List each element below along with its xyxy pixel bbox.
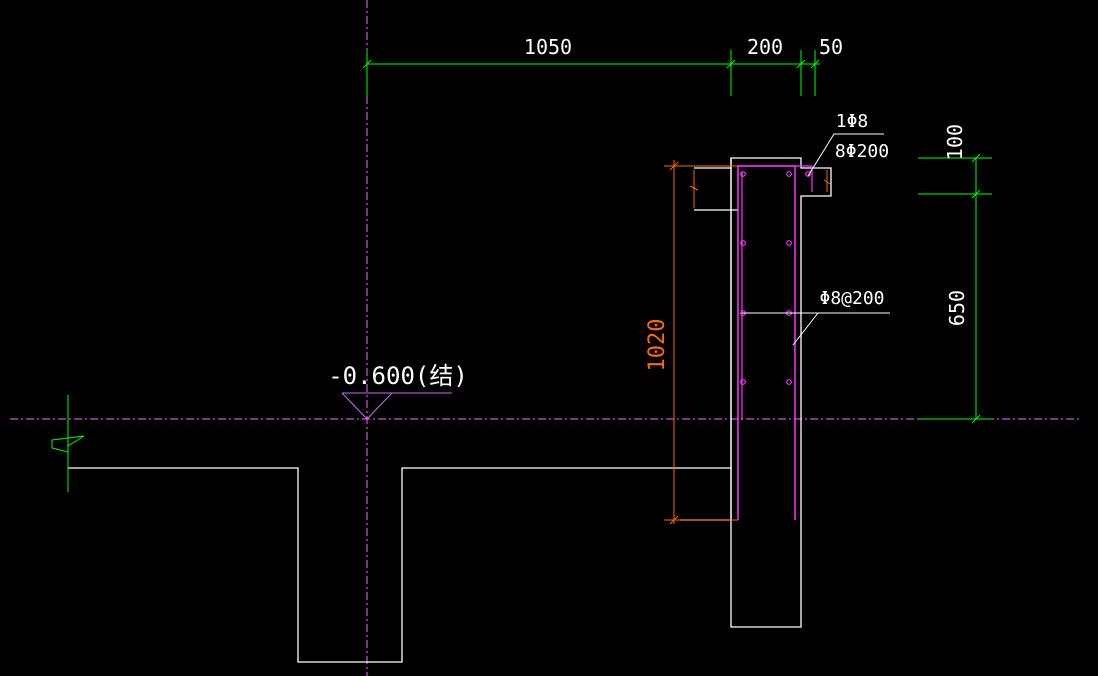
rebar-dots bbox=[740, 171, 811, 385]
coping-step-outline bbox=[694, 167, 738, 211]
foundation-slab-outline bbox=[68, 157, 832, 663]
rebar-dot bbox=[786, 379, 792, 385]
left-dimension bbox=[664, 160, 738, 525]
coping-dim-left bbox=[689, 170, 699, 208]
rebar-label-top-2: 8Φ200 bbox=[835, 141, 889, 162]
coping-dim-right bbox=[823, 170, 831, 192]
rebar-dot bbox=[786, 240, 792, 246]
dim-text-100: 100 bbox=[943, 124, 967, 160]
top-dimension-chain bbox=[362, 50, 820, 96]
elevation-symbol bbox=[341, 392, 452, 420]
rebar-dot bbox=[786, 171, 792, 177]
right-dimension-chain bbox=[918, 153, 992, 424]
rebar-dot bbox=[740, 379, 746, 385]
rebar-label-top-1: 1Φ8 bbox=[836, 111, 869, 132]
break-line-symbol bbox=[51, 395, 85, 492]
dim-text-1050: 1050 bbox=[524, 35, 572, 59]
rebar-label-mid: Φ8@200 bbox=[819, 288, 884, 309]
dim-text-1020: 1020 bbox=[645, 319, 670, 372]
rebar-dot bbox=[805, 171, 811, 177]
leader-top-rebar bbox=[807, 133, 884, 177]
rebar-dot bbox=[740, 171, 746, 177]
rebar-main-stirrup bbox=[737, 165, 796, 520]
rebar-top-hook bbox=[738, 165, 813, 192]
slab-end-outline bbox=[680, 468, 732, 521]
leader-mid-rebar bbox=[742, 312, 890, 346]
elevation-label: -0.600(结) bbox=[328, 362, 468, 390]
dim-text-50: 50 bbox=[819, 35, 843, 59]
dim-text-200: 200 bbox=[747, 35, 783, 59]
dim-text-650: 650 bbox=[945, 290, 969, 326]
rebar-dot bbox=[740, 240, 746, 246]
